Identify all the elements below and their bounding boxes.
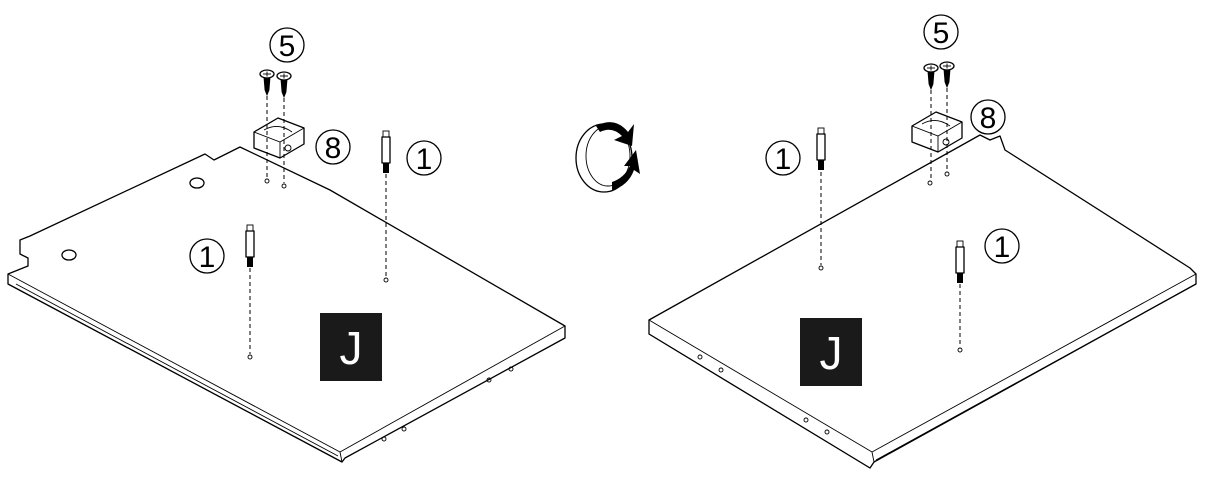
hinge-hole	[61, 249, 77, 261]
panel-tag-box	[320, 313, 382, 381]
callout-bracket: 8	[325, 132, 342, 165]
dowel-part	[816, 127, 826, 171]
rotate-clockwise-icon	[575, 122, 640, 193]
screw-part	[276, 71, 292, 98]
panel-tag-box	[800, 318, 862, 386]
callout-bracket: 8	[980, 102, 997, 135]
callout-dowel-b: 1	[994, 231, 1011, 264]
dowel-part	[245, 224, 255, 268]
callout-screws: 5	[279, 30, 296, 63]
hinge-hole	[189, 177, 205, 189]
screw-part	[923, 63, 939, 90]
panel-tag: J	[820, 327, 843, 379]
right-panel: 1 1 5 8 J	[648, 14, 1197, 469]
callout-dowel-a: 1	[775, 143, 792, 176]
callout-screws: 5	[933, 17, 950, 50]
left-panel: 1 1 5 8 J	[7, 27, 566, 463]
screw-part	[259, 69, 275, 96]
bracket-part	[253, 117, 305, 159]
bracket-part	[911, 111, 963, 153]
board-left	[7, 146, 566, 463]
screw-part	[939, 61, 955, 88]
callout-dowel-b: 1	[416, 143, 433, 176]
panel-tag: J	[340, 322, 363, 374]
dowel-part	[381, 130, 391, 174]
board-right	[648, 134, 1197, 469]
callout-dowel-a: 1	[199, 241, 216, 274]
dowel-part	[955, 240, 965, 284]
